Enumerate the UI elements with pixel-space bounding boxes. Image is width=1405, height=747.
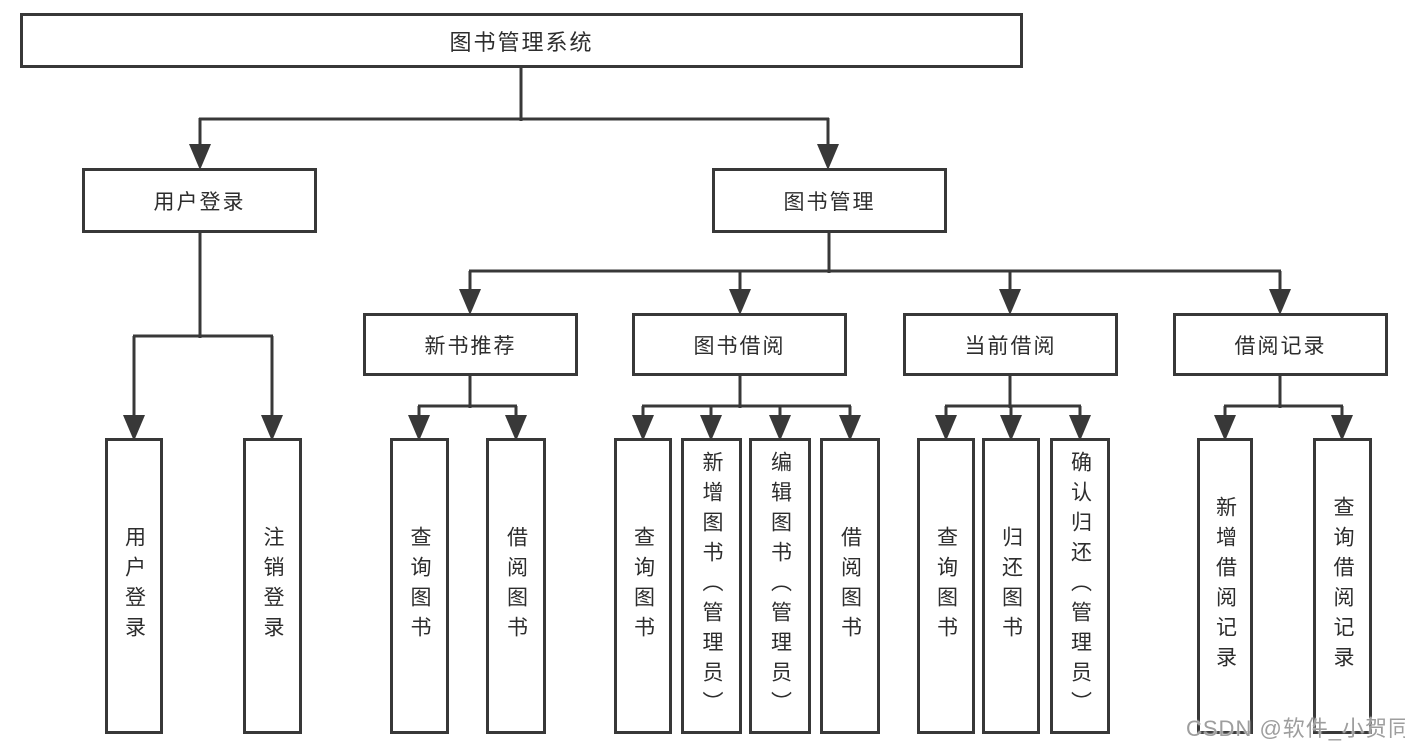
node-borrowing-records: 借阅记录 <box>1173 313 1388 376</box>
leaf-label: 用户登录 <box>122 526 146 646</box>
leaf-confirm-return-admin: 确认归还（管理员） <box>1050 438 1110 734</box>
node-new-book-recommend: 新书推荐 <box>363 313 578 376</box>
leaf-query-borrow-record: 查询借阅记录 <box>1313 438 1372 734</box>
leaf-label: 确认归还（管理员） <box>1068 451 1092 721</box>
leaf-label: 借阅图书 <box>838 526 862 646</box>
leaf-label: 查询借阅记录 <box>1331 496 1354 676</box>
watermark: CSDN @软件_小贺同学 <box>1186 716 1405 741</box>
leaf-label: 归还图书 <box>999 526 1023 646</box>
leaf-borrow-books-recommend: 借阅图书 <box>486 438 546 734</box>
node-root: 图书管理系统 <box>20 13 1023 68</box>
leaf-label: 注销登录 <box>261 526 284 646</box>
leaf-label: 查询图书 <box>631 526 655 646</box>
node-current-borrowing: 当前借阅 <box>903 313 1118 376</box>
leaf-user-login: 用户登录 <box>105 438 163 734</box>
leaf-add-book-admin: 新增图书（管理员） <box>681 438 742 734</box>
leaf-add-borrow-record: 新增借阅记录 <box>1197 438 1253 734</box>
leaf-label: 编辑图书（管理员） <box>768 451 792 721</box>
leaf-label: 新增图书（管理员） <box>700 451 723 721</box>
leaf-logout: 注销登录 <box>243 438 302 734</box>
node-book-management: 图书管理 <box>712 168 947 233</box>
leaf-label: 查询图书 <box>934 526 958 646</box>
node-user-login: 用户登录 <box>82 168 317 233</box>
leaf-label: 新增借阅记录 <box>1213 496 1237 676</box>
leaf-label: 借阅图书 <box>504 526 528 646</box>
node-book-borrowing: 图书借阅 <box>632 313 847 376</box>
leaf-query-books-borrow: 查询图书 <box>614 438 672 734</box>
leaf-edit-book-admin: 编辑图书（管理员） <box>749 438 811 734</box>
leaf-label: 查询图书 <box>408 526 431 646</box>
leaf-query-books-recommend: 查询图书 <box>390 438 449 734</box>
leaf-borrow-books: 借阅图书 <box>820 438 880 734</box>
leaf-query-books-current: 查询图书 <box>917 438 975 734</box>
leaf-return-books: 归还图书 <box>982 438 1040 734</box>
